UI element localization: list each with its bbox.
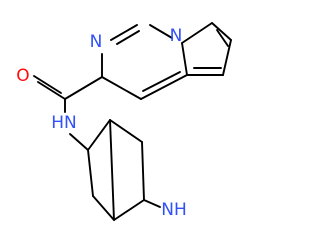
- bond: [143, 199, 161, 208]
- molecule-diagram: N N O HN NH: [16, 22, 232, 221]
- atom-labels: N N O HN NH: [16, 26, 186, 220]
- bond: [211, 22, 232, 41]
- bond: [181, 42, 188, 76]
- bond: [116, 30, 140, 45]
- bond: [141, 141, 145, 201]
- bond: [64, 76, 103, 100]
- bond: [33, 75, 62, 94]
- structure-canvas: N N O HN NH: [16, 22, 232, 221]
- bond: [216, 29, 229, 47]
- atom-label-nitrogen: N: [170, 26, 183, 46]
- atom-label-amide-nh: HN: [51, 113, 77, 133]
- atom-label-oxygen: O: [16, 66, 29, 86]
- bond: [140, 74, 188, 100]
- bond: [69, 133, 89, 151]
- bond: [181, 22, 213, 44]
- bond: [92, 195, 115, 221]
- bond: [101, 76, 142, 100]
- atom-label-amine-nh: NH: [161, 200, 187, 220]
- bond-lines: [33, 22, 232, 221]
- bond: [113, 199, 145, 221]
- bond: [142, 71, 181, 92]
- bond: [87, 149, 94, 197]
- bond: [110, 24, 138, 41]
- bond: [109, 119, 143, 143]
- bond: [149, 24, 173, 39]
- bond: [109, 119, 115, 221]
- atom-label-nitrogen: N: [90, 32, 103, 52]
- bond: [87, 119, 111, 151]
- bond: [37, 81, 66, 100]
- bond: [222, 39, 232, 76]
